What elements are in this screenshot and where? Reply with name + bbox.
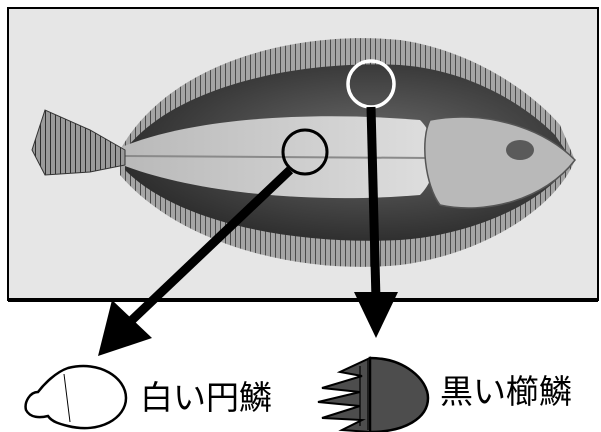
- ctenoid-scale-label: 黒い櫛鱗: [440, 372, 572, 412]
- arrow-to-ctenoid: [371, 107, 376, 300]
- ctenoid-scale-icon: [318, 358, 428, 432]
- fish-eye: [506, 140, 534, 160]
- arrow-head-ctenoid: [354, 292, 398, 338]
- cycloid-scale-icon: [26, 366, 126, 428]
- cycloid-scale-label: 白い円鱗: [140, 378, 272, 418]
